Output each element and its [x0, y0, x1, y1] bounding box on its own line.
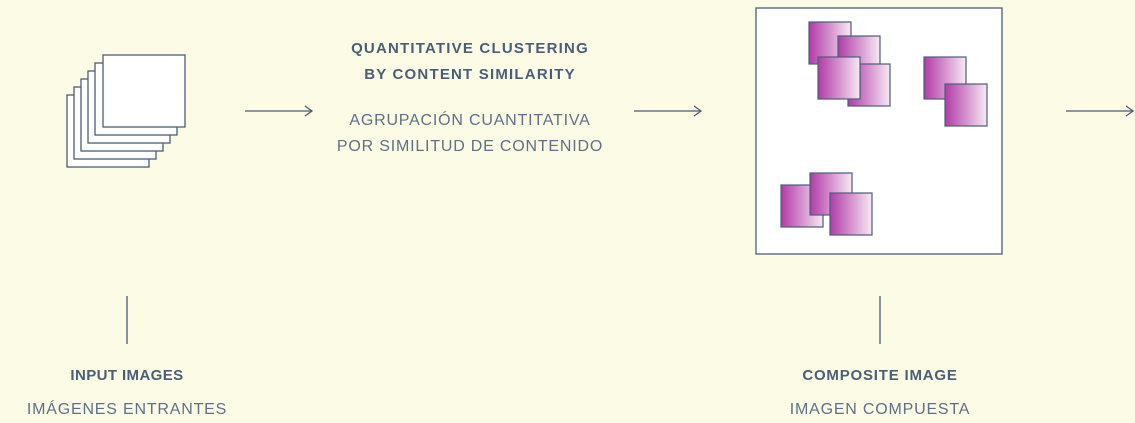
cluster-right — [923, 56, 988, 127]
cluster-tile — [817, 56, 861, 100]
composite-image-caption: COMPOSITE IMAGE IMAGEN COMPUESTA — [740, 363, 1020, 423]
cluster-bottom-left — [780, 172, 873, 236]
arrow-right-icon-1 — [245, 105, 314, 117]
input-images-caption: INPUT IMAGES IMÁGENES ENTRANTES — [7, 363, 247, 423]
arrow-right-icon-2 — [634, 105, 703, 117]
process-title-line1: QUANTITATIVE CLUSTERING — [351, 40, 589, 57]
stacked-image-6 — [102, 54, 186, 128]
arrow-right-icon-3 — [1066, 105, 1135, 117]
cluster-tile — [829, 192, 873, 236]
process-title-line2: BY CONTENT SIMILARITY — [364, 66, 576, 83]
process-label: QUANTITATIVE CLUSTERING BY CONTENT SIMIL… — [290, 36, 650, 160]
composite-image-title: COMPOSITE IMAGE — [802, 367, 958, 384]
process-subtitle-line1: AGRUPACIÓN CUANTITATIVA — [349, 112, 591, 129]
cluster-top-left — [808, 21, 891, 107]
composite-image-subtitle: IMAGEN COMPUESTA — [789, 401, 971, 418]
image-stack-icon — [66, 54, 186, 168]
process-subtitle-line2: POR SIMILITUD DE CONTENIDO — [336, 138, 604, 155]
input-images-subtitle: IMÁGENES ENTRANTES — [26, 401, 228, 418]
input-images-title: INPUT IMAGES — [70, 367, 184, 384]
cluster-tile — [944, 83, 988, 127]
